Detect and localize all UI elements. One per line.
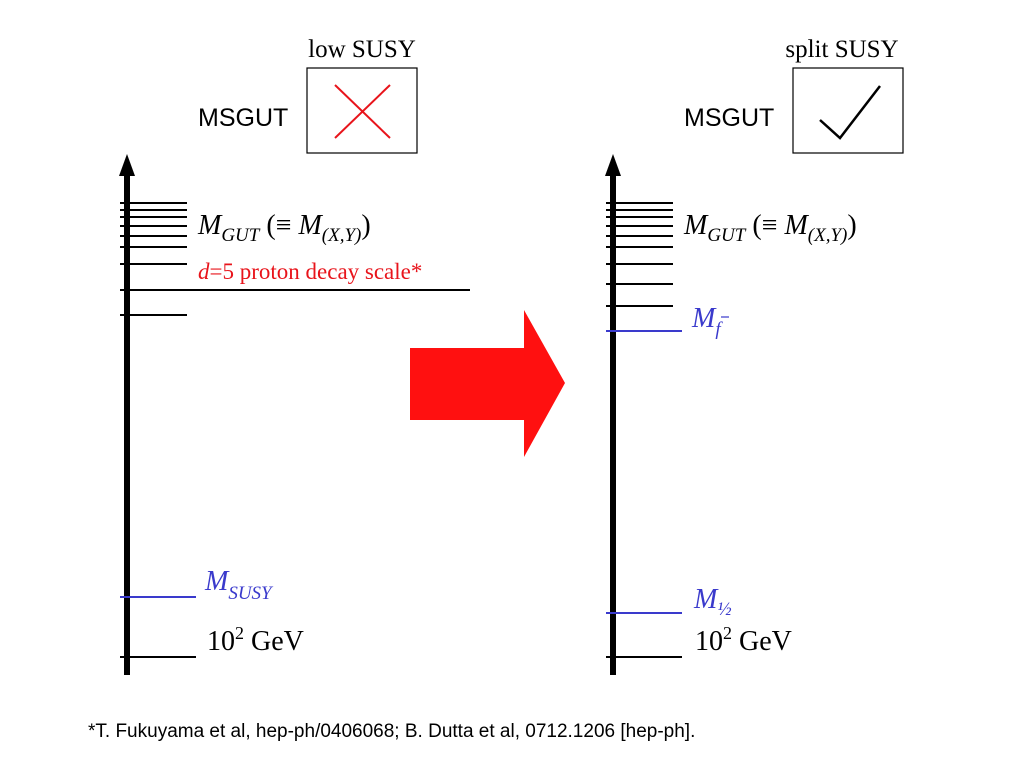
- checkmark-icon: [819, 85, 881, 140]
- left-gut-label: MGUT (≡ M(X,Y)): [197, 210, 371, 246]
- left-gut-ticks: [120, 202, 470, 658]
- left-panel: low SUSY MSGUT MGUT (≡ M(X,Y)) d=5 proto…: [119, 36, 470, 675]
- left-verdict-box: [306, 67, 418, 154]
- left-low-scale-label: 102 GeV: [207, 623, 304, 657]
- left-model-label: MSGUT: [198, 104, 288, 132]
- right-fbar-label: Mf: [691, 303, 729, 340]
- right-axis-arrowhead: [605, 154, 621, 176]
- right-gut-ticks: [606, 202, 682, 658]
- left-proton-decay-label: d=5 proton decay scale*: [198, 259, 422, 284]
- svg-text:Mf: Mf: [691, 303, 723, 340]
- right-half-label: M½: [693, 584, 732, 620]
- right-verdict-box: [792, 67, 904, 154]
- right-panel: split SUSY MSGUT MGUT (≡ M(X,Y)) Mf M½ 1: [605, 36, 904, 675]
- right-gut-label: MGUT (≡ M(X,Y)): [683, 210, 857, 246]
- left-box-title: low SUSY: [308, 36, 416, 63]
- right-box-title: split SUSY: [785, 36, 898, 63]
- right-arrow-icon: [410, 310, 565, 457]
- cross-icon: [334, 84, 391, 139]
- footnote: *T. Fukuyama et al, hep-ph/0406068; B. D…: [88, 721, 695, 742]
- left-susy-label: MSUSY: [204, 566, 274, 604]
- right-model-label: MSGUT: [684, 104, 774, 132]
- right-low-scale-label: 102 GeV: [695, 623, 792, 657]
- left-axis-arrowhead: [119, 154, 135, 176]
